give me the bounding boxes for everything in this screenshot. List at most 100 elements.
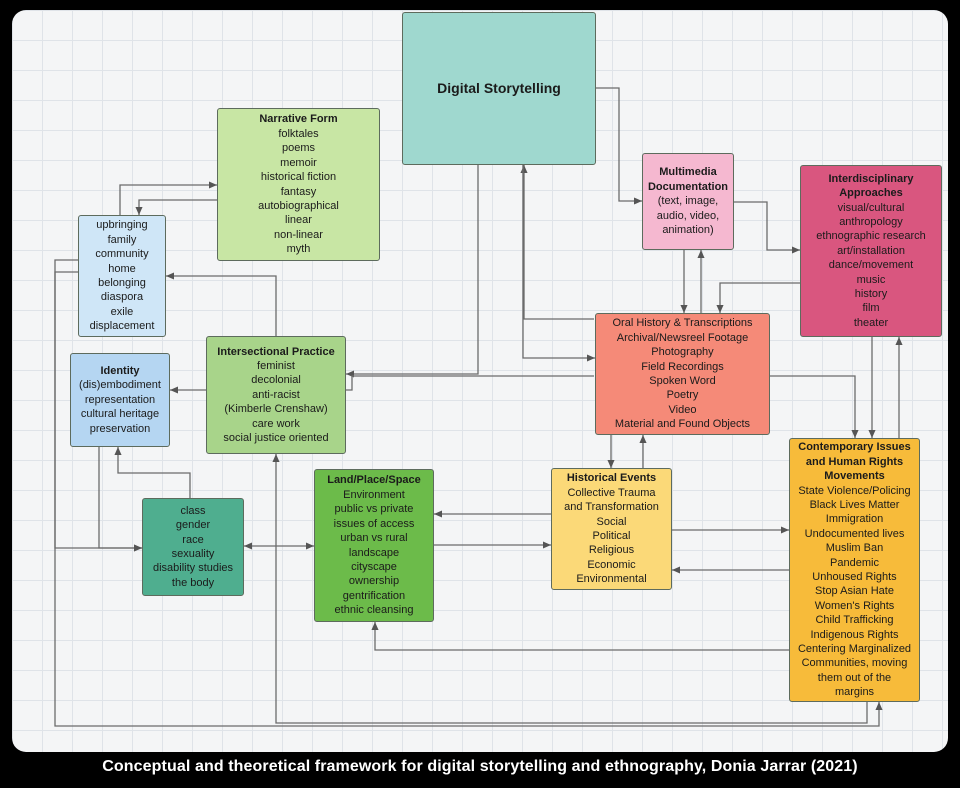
node-title: Historical Events xyxy=(566,472,657,485)
node-item: myth xyxy=(286,243,311,256)
link-narrative-to-upbringing xyxy=(135,199,217,215)
node-item: them out of the xyxy=(817,671,892,684)
node-title: Contemporary Issues and Human Rights Mov… xyxy=(798,441,911,483)
node-item: dance/movement xyxy=(828,259,914,272)
node-contemporary-issues: Contemporary Issues and Human Rights Mov… xyxy=(789,438,920,702)
node-title: Digital Storytelling xyxy=(437,80,561,97)
node-item: Oral History & Transcriptions xyxy=(612,317,753,330)
link-multimedia-to-interdisciplinary xyxy=(734,201,800,254)
node-item: disability studies xyxy=(152,562,234,575)
node-item: home xyxy=(108,262,136,275)
node-item: poems xyxy=(281,142,315,155)
node-item: Centering Marginalized xyxy=(797,643,912,656)
node-item: Economic xyxy=(587,558,636,571)
node-item: feminist xyxy=(257,359,295,372)
node-item: Social xyxy=(596,515,627,528)
link-digital-to-multimedia xyxy=(596,87,642,205)
node-item: landscape xyxy=(348,546,400,559)
node-item: Stop Asian Hate xyxy=(815,585,894,598)
node-item: Political xyxy=(592,530,631,542)
node-item: anthropology xyxy=(839,215,903,228)
node-item: decolonial xyxy=(251,374,301,387)
node-item: gentrification xyxy=(342,589,406,602)
node-item: linear xyxy=(285,214,312,227)
node-item: non-linear xyxy=(274,228,323,241)
node-title: Land/Place/Space xyxy=(327,474,421,487)
link-contemporary-to-land xyxy=(371,622,789,651)
node-item: belonging xyxy=(98,277,146,289)
node-item: exile xyxy=(110,305,134,318)
node-item: anti-racist xyxy=(252,388,300,401)
node-item: Indigenous Rights xyxy=(810,628,899,641)
node-item: Unhoused Rights xyxy=(812,571,897,583)
figure-caption: Conceptual and theoretical framework for… xyxy=(102,758,858,775)
node-item: ethnic cleansing xyxy=(334,604,414,617)
node-item: ethnographic research xyxy=(816,230,926,243)
node-item: diaspora xyxy=(100,291,144,304)
node-item: Video xyxy=(668,403,697,416)
node-item: Poetry xyxy=(666,389,699,402)
node-item: Archival/Newsreel Footage xyxy=(616,331,749,344)
node-item: Religious xyxy=(588,544,635,557)
node-item: Environment xyxy=(343,488,405,501)
node-item: autobiographical xyxy=(258,199,339,212)
link-digital-to-oral xyxy=(522,165,595,362)
node-item: cultural heritage xyxy=(80,408,160,421)
node-title: Intersectional Practice xyxy=(217,345,335,358)
node-intersectional-practice: Intersectional Practice feminist decolon… xyxy=(206,336,346,454)
node-item: and Transformation xyxy=(564,501,659,514)
node-item: folktales xyxy=(278,127,319,140)
node-land-place-space: Land/Place/Space Environment public vs p… xyxy=(314,469,434,622)
node-item: class xyxy=(180,504,206,517)
node-item: Pandemic xyxy=(830,556,879,569)
node-narrative-form: Narrative Form folktales poems memoir hi… xyxy=(217,108,380,261)
node-item: Material and Found Objects xyxy=(614,418,751,431)
link-digital-to-intersectional xyxy=(346,165,479,378)
node-item: memoir xyxy=(280,156,317,169)
node-item: theater xyxy=(853,316,889,329)
node-item: urban vs rural xyxy=(340,532,408,545)
node-item: race xyxy=(182,533,204,546)
node-item: Black Lives Matter xyxy=(809,498,900,511)
node-item: State Violence/Policing xyxy=(798,484,911,497)
node-upbringing: upbringing family community home belongi… xyxy=(78,215,166,337)
node-item: preservation xyxy=(89,422,151,435)
node-class-gender: class gender race sexuality disability s… xyxy=(142,498,244,596)
link-oral-to-contemporary xyxy=(770,375,859,438)
node-item: visual/cultural xyxy=(837,201,905,214)
node-item: Photography xyxy=(651,346,714,359)
node-oral-history: Oral History & Transcriptions Archival/N… xyxy=(595,313,770,435)
node-item: family xyxy=(107,233,137,246)
node-item: art/installation xyxy=(837,244,905,257)
link-identity-to-class xyxy=(98,447,142,552)
node-item: community xyxy=(95,248,149,261)
node-item: public vs private xyxy=(334,503,414,516)
link-upbringing-to-contemporary xyxy=(54,259,883,727)
node-item: Undocumented lives xyxy=(804,527,905,540)
node-item: Communities, moving xyxy=(801,657,908,670)
node-item: fantasy xyxy=(280,185,317,198)
node-digital-storytelling: Digital Storytelling xyxy=(402,12,596,165)
node-item: (dis)embodiment xyxy=(79,379,161,392)
node-item: margins xyxy=(834,686,875,699)
node-interdisciplinary-approaches: Interdisciplinary Approaches visual/cult… xyxy=(800,165,942,337)
node-item: cityscape xyxy=(351,560,397,573)
node-item: upbringing xyxy=(96,219,148,232)
node-item: issues of access xyxy=(333,517,415,530)
node-item: Field Recordings xyxy=(641,360,724,373)
link-oral-to-digital xyxy=(520,165,594,320)
node-item: Spoken Word xyxy=(649,375,716,387)
node-item: historical fiction xyxy=(260,171,337,184)
node-item: social justice oriented xyxy=(223,432,329,445)
node-item: Environmental xyxy=(576,573,647,586)
node-item: representation xyxy=(84,393,156,406)
node-item: music xyxy=(856,273,886,286)
node-multimedia-documentation: Multimedia Documentation (text, image, a… xyxy=(642,153,734,250)
node-item: the body xyxy=(171,576,215,589)
node-historical-events: Historical Events Collective Trauma and … xyxy=(551,468,672,590)
node-item: audio, video, xyxy=(656,209,720,222)
node-item: (text, image, xyxy=(657,195,719,208)
node-item: gender xyxy=(175,519,211,532)
node-item: care work xyxy=(252,417,300,430)
link-interdisciplinary-to-oral xyxy=(716,282,800,313)
